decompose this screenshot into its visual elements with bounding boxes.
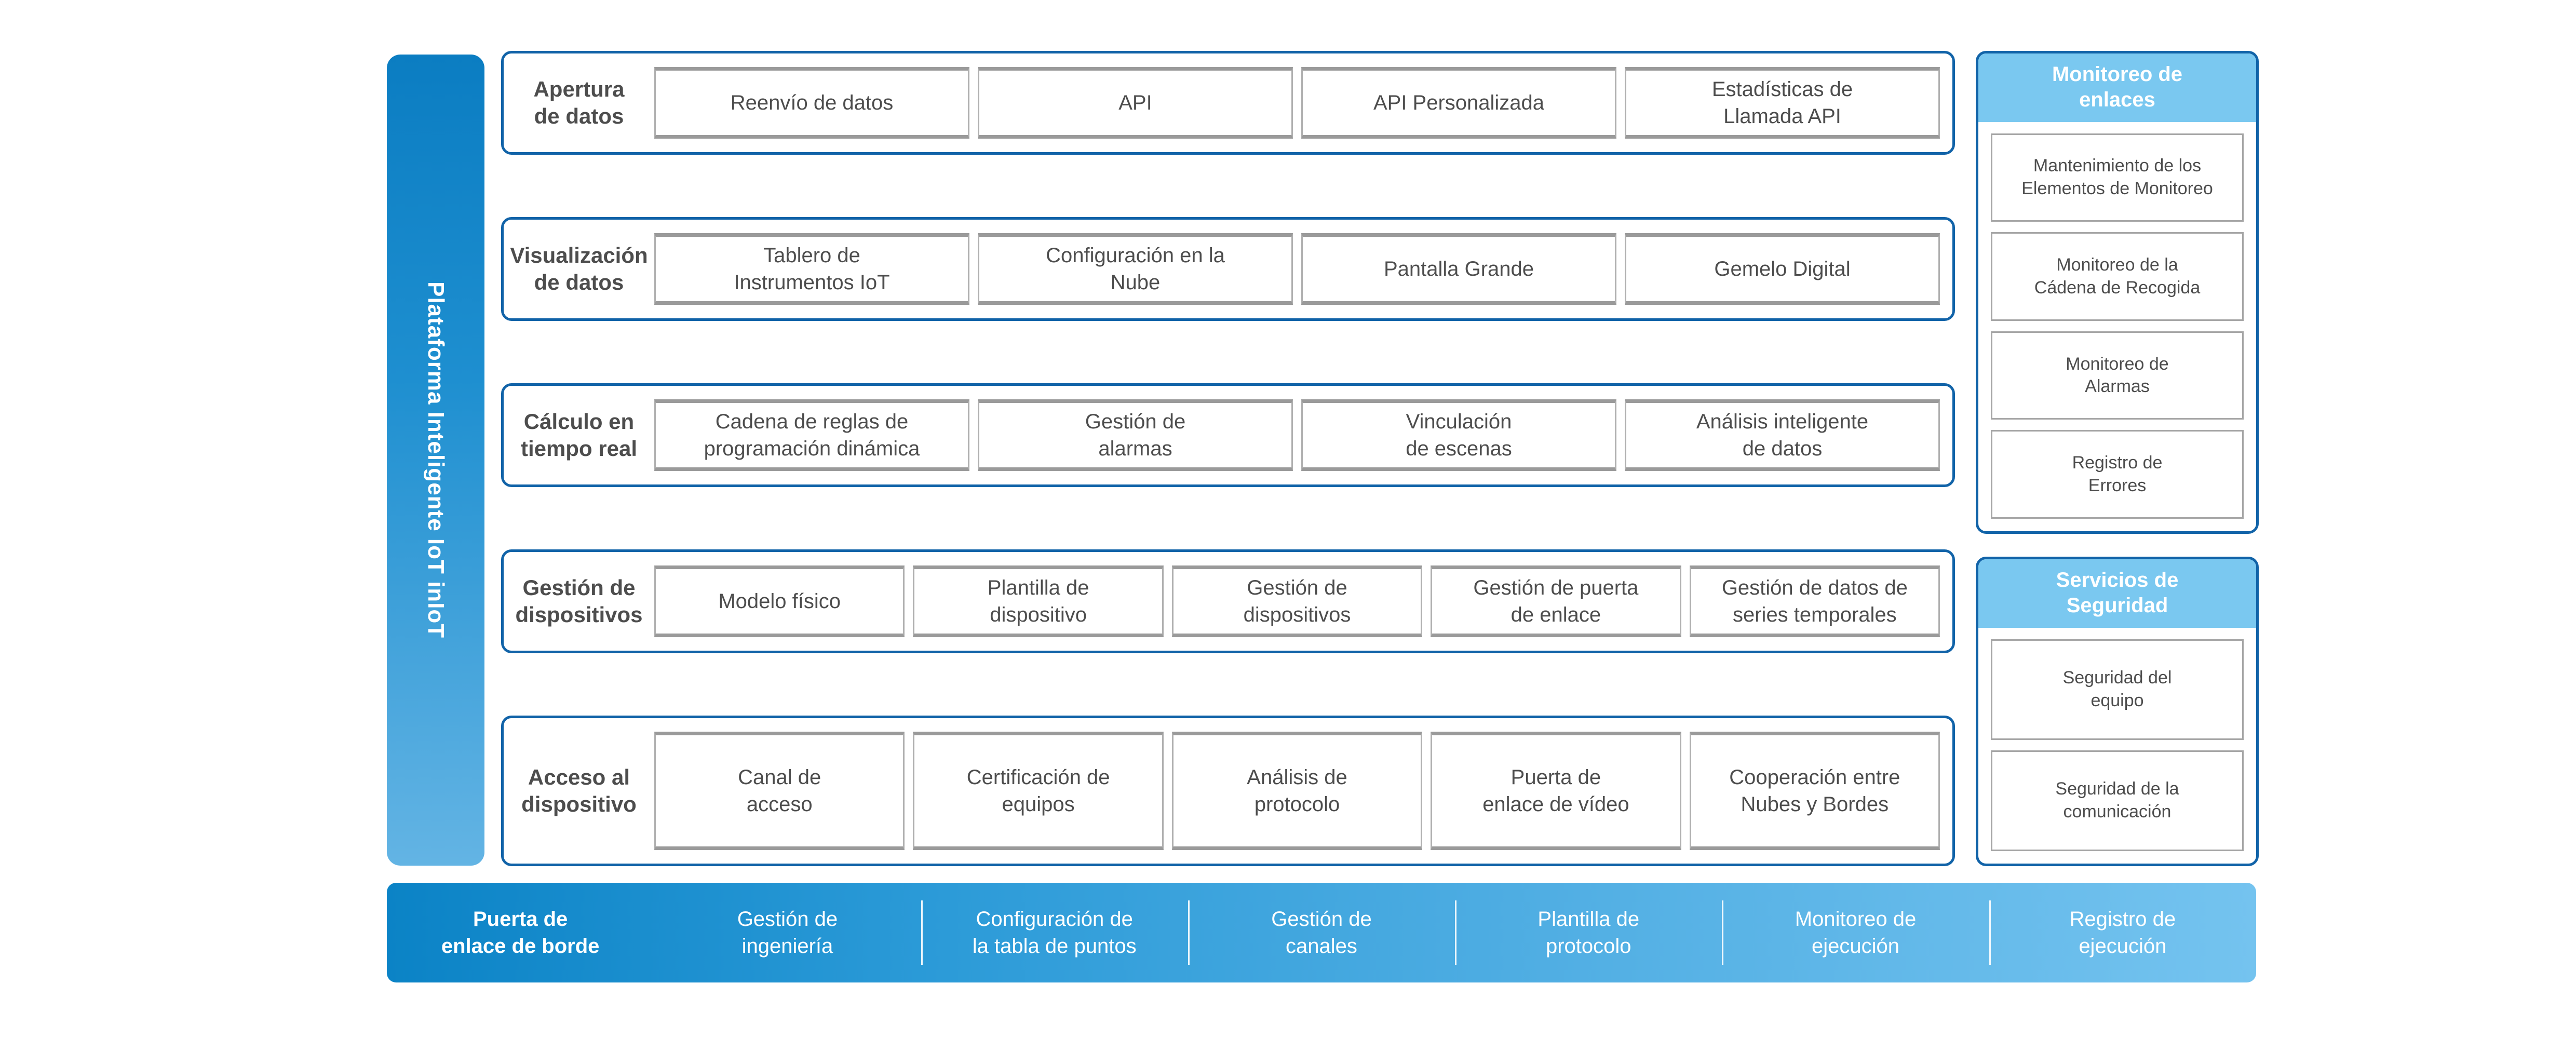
capability-cell[interactable]: API Personalizada: [1301, 67, 1616, 139]
capability-cell[interactable]: Gemelo Digital: [1625, 233, 1940, 305]
capability-cell[interactable]: Pantalla Grande: [1301, 233, 1616, 305]
platform-label: Plataforma Inteligente IoT inIoT: [423, 281, 449, 639]
capability-cell[interactable]: API: [978, 67, 1293, 139]
platform-sidebar: Plataforma Inteligente IoT inIoT: [387, 55, 484, 866]
row-items-apertura-de-datos: Reenvío de datos API API Personalizada E…: [654, 53, 1952, 152]
capability-cell[interactable]: Modelo físico: [654, 565, 905, 637]
capability-cell[interactable]: Reenvío de datos: [654, 67, 969, 139]
